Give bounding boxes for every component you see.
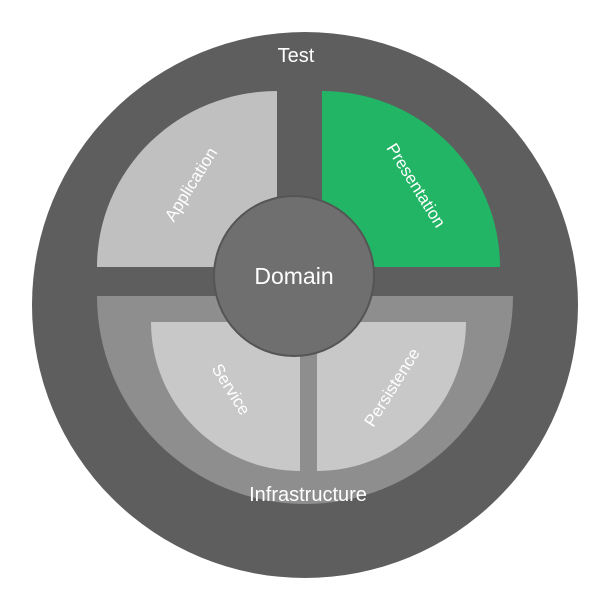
application-segment: [97, 91, 277, 267]
test-label: Test: [278, 45, 315, 67]
service-segment: [151, 322, 300, 471]
domain-circle: [213, 195, 375, 357]
persistence-segment: [317, 322, 466, 471]
presentation-segment: [322, 91, 500, 267]
infrastructure-label: Infrastructure: [249, 484, 367, 506]
domain-label: Domain: [254, 263, 333, 289]
